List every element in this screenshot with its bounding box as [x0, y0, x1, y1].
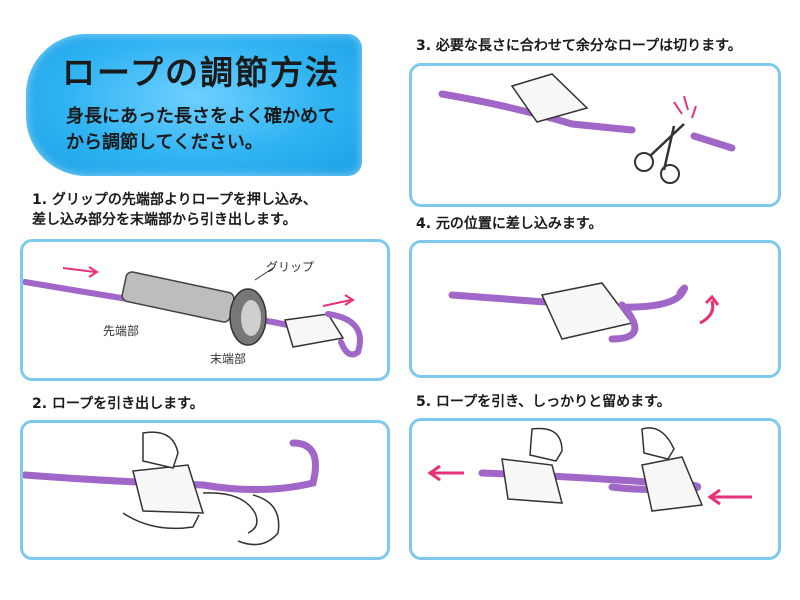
step-4-line1: 4. 元の位置に差し込みます。: [416, 216, 603, 232]
step-3-text: 3. 必要な長さに合わせて余分なロープは切ります。: [416, 36, 742, 56]
step-1-text: 1. グリップの先端部よりロープを押し込み、 差し込み部分を末端部から引き出しま…: [32, 190, 317, 230]
step-5-panel: [409, 418, 781, 560]
step-1-illustration: [23, 266, 363, 358]
title-badge: ロープの調節方法 身長にあった長さをよく確かめてから調節してください。: [26, 34, 362, 176]
step-2-line1: 2. ロープを引き出します。: [32, 396, 204, 412]
step-1-panel: グリップ 先端部 末端部: [20, 239, 390, 381]
tip-label: 先端部: [103, 324, 140, 338]
step-2-text: 2. ロープを引き出します。: [32, 394, 204, 414]
step-2-panel: [20, 420, 390, 560]
step-4-text: 4. 元の位置に差し込みます。: [416, 214, 603, 234]
step-1-line2: 差し込み部分を末端部から引き出します。: [32, 212, 297, 228]
page-subtitle: 身長にあった長さをよく確かめてから調節してください。: [66, 106, 336, 153]
page-title: ロープの調節方法: [62, 53, 341, 92]
step-3-illustration: [438, 73, 736, 184]
step-1-line1: 1. グリップの先端部よりロープを押し込み、: [32, 192, 317, 208]
step-3-line1: 3. 必要な長さに合わせて余分なロープは切ります。: [416, 38, 742, 54]
step-2-illustration: [23, 431, 319, 546]
step-5-line1: 5. ロープを引き、しっかりと留めます。: [416, 394, 671, 410]
step-5-text: 5. ロープを引き、しっかりと留めます。: [416, 392, 671, 412]
grip-label: グリップ: [266, 260, 315, 274]
step-4-panel: [409, 240, 781, 378]
step-5-illustration: [427, 427, 752, 512]
step-3-panel: [409, 63, 781, 207]
step-4-illustration: [448, 282, 720, 343]
end-label: 末端部: [210, 352, 247, 366]
